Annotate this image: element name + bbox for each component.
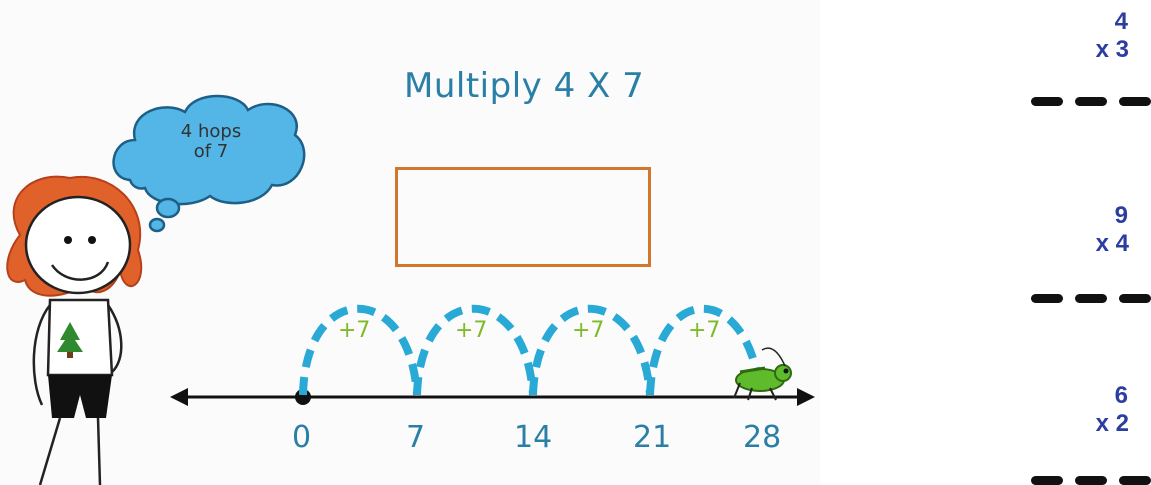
hop-label: +7 bbox=[455, 318, 488, 343]
hop-label: +7 bbox=[572, 318, 605, 343]
problem-1: 4 x 3 bbox=[1041, 8, 1131, 64]
answer-blank-3[interactable] bbox=[1031, 476, 1151, 485]
thought-bubble-text: 4 hops of 7 bbox=[136, 122, 286, 162]
hop-arc-4 bbox=[646, 304, 764, 396]
problem-top-number: 9 bbox=[1114, 202, 1128, 229]
tick-label: 21 bbox=[633, 420, 672, 455]
hop-arc-1 bbox=[299, 304, 421, 396]
thought-line-2: of 7 bbox=[193, 141, 229, 162]
problem-3: 6 x 2 bbox=[1041, 382, 1131, 438]
problem-2: 9 x 4 bbox=[1041, 202, 1131, 258]
problem-multiplier: x 4 bbox=[1095, 230, 1129, 257]
answer-box[interactable] bbox=[395, 167, 651, 267]
number-line bbox=[170, 388, 815, 406]
hop-arc-2 bbox=[413, 304, 537, 396]
answer-blank-1[interactable] bbox=[1031, 97, 1151, 106]
lesson-illustration bbox=[6, 94, 815, 485]
tick-label: 7 bbox=[406, 420, 426, 455]
problem-top-number: 6 bbox=[1114, 382, 1128, 409]
thought-cloud bbox=[112, 94, 306, 233]
answer-blank-2[interactable] bbox=[1031, 294, 1151, 303]
grasshopper-icon bbox=[733, 347, 792, 401]
tick-label: 28 bbox=[743, 420, 782, 455]
child-character bbox=[6, 175, 143, 485]
problem-multiplier: x 3 bbox=[1095, 36, 1129, 63]
tick-label: 14 bbox=[514, 420, 553, 455]
problem-multiplier: x 2 bbox=[1095, 410, 1129, 437]
lesson-panel: Multiply 4 X 7 4 hops of 7 +7 +7 +7 +7 0… bbox=[6, 66, 815, 485]
hop-arcs bbox=[299, 304, 764, 396]
hop-label: +7 bbox=[338, 318, 371, 343]
hop-label: +7 bbox=[688, 318, 721, 343]
lesson-title: Multiply 4 X 7 bbox=[404, 66, 645, 106]
tick-label: 0 bbox=[292, 420, 312, 455]
thought-line-1: 4 hops bbox=[180, 121, 242, 142]
problem-top-number: 4 bbox=[1114, 8, 1128, 35]
hop-arc-3 bbox=[529, 304, 654, 396]
